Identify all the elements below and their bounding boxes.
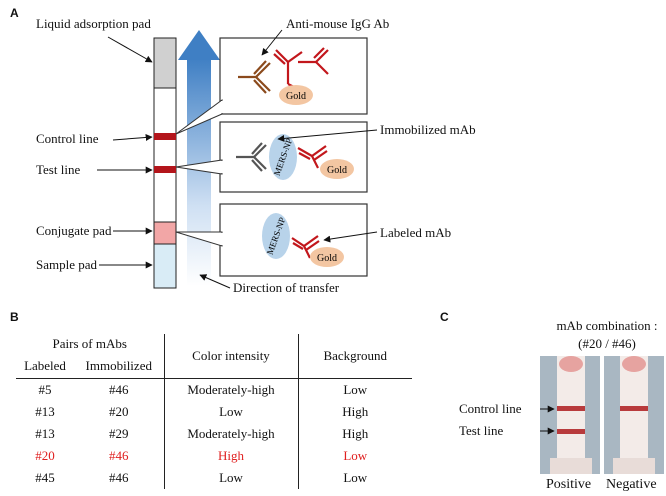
labeled-antibody-box3 — [291, 235, 320, 259]
table-cell-color: Moderately-high — [164, 423, 299, 445]
panel-b-letter: B — [10, 310, 19, 324]
table-cell-background: High — [342, 426, 369, 441]
positive-strip-photo — [550, 356, 592, 474]
table-cell-labeled: #45 — [35, 470, 55, 485]
photo-control-line-label: Control line — [459, 401, 522, 416]
mers-np-antigen-box2 — [269, 134, 297, 180]
table-cell-labeled: #5 — [38, 382, 52, 397]
table-cell-color: Low — [164, 467, 299, 489]
labeled-header: Labeled — [24, 358, 66, 373]
gold-particle-box2 — [320, 159, 354, 179]
table-cell-immobilized: #46 — [74, 467, 165, 489]
gold-labeled-antibody-box1 — [273, 47, 329, 93]
strip-photographs — [540, 356, 664, 474]
table-cell-color: High — [164, 445, 299, 467]
table-cell-labeled: #13 — [35, 404, 55, 419]
positive-label: Positive — [546, 477, 592, 492]
gold-label-box3: Gold — [317, 253, 337, 264]
control-line-band — [154, 133, 176, 140]
table-cell-color: Moderately-high — [164, 378, 299, 401]
color-intensity-header: Color intensity — [164, 334, 299, 379]
gold-label-box2: Gold — [327, 165, 347, 176]
labeled-antibody-box2 — [297, 145, 328, 169]
table-cell-color: Low — [164, 401, 299, 423]
liquid-adsorption-pad — [153, 37, 177, 89]
immobilized-header: Immobilized — [74, 354, 165, 379]
immobilized-antibody — [236, 142, 267, 172]
test-strip — [153, 37, 177, 289]
mab-combination-title: mAb combination : — [556, 318, 658, 333]
table-cell-immobilized: #46 — [74, 445, 165, 467]
callout-box-conjugate — [175, 203, 368, 277]
gold-label-box1: Gold — [286, 91, 306, 102]
labeled-mab-label: Labeled mAb — [380, 225, 452, 240]
table-cell-background: Low — [343, 382, 368, 397]
callout-box-test — [175, 121, 368, 193]
mab-pairs-table-wrap: Pairs of mAbs Color intensity Background… — [16, 334, 412, 489]
photo-test-line-label: Test line — [459, 423, 504, 438]
table-cell-immobilized: #46 — [74, 378, 165, 401]
control-line-label: Control line — [36, 131, 99, 146]
test-line-label: Test line — [36, 162, 81, 177]
conjugate-pad-label: Conjugate pad — [36, 223, 112, 238]
panel-c-letter: C — [440, 310, 449, 324]
sample-pad — [153, 243, 177, 289]
callout-arrows — [199, 29, 378, 289]
table-cell-background: High — [342, 404, 369, 419]
test-line-band — [154, 166, 176, 173]
negative-strip-photo — [613, 356, 655, 474]
lateral-flow-diagram: Gold MERS-NP Gold MERS-NP Gold — [97, 29, 378, 289]
background-header: Background — [323, 348, 388, 363]
anti-mouse-antibody — [238, 60, 271, 94]
gold-particle-box1 — [279, 85, 313, 105]
pairs-of-mabs-header: Pairs of mAbs — [16, 334, 165, 354]
anti-mouse-igg-label: Anti-mouse IgG Ab — [286, 16, 390, 31]
sample-pad-label: Sample pad — [36, 257, 98, 272]
mab-pairs-table: Pairs of mAbs Color intensity Background… — [16, 334, 412, 489]
table-cell-labeled: #20 — [35, 448, 55, 463]
mers-np-antigen-box3 — [262, 213, 290, 259]
panel-a-letter: A — [10, 6, 19, 20]
negative-label: Negative — [606, 477, 657, 492]
immobilized-mab-label: Immobilized mAb — [380, 122, 476, 137]
gold-particle-box3 — [310, 247, 344, 267]
table-cell-immobilized: #20 — [74, 401, 165, 423]
table-cell-background: Low — [343, 470, 368, 485]
mab-combination-values: (#20 / #46) — [578, 336, 636, 351]
table-cell-background: Low — [343, 448, 368, 463]
transfer-arrow — [178, 30, 220, 286]
table-cell-labeled: #13 — [35, 426, 55, 441]
table-cell-immobilized: #29 — [74, 423, 165, 445]
strip-label-arrows — [97, 36, 153, 269]
liquid-adsorption-pad-label: Liquid adsorption pad — [36, 16, 151, 31]
conjugate-pad — [153, 221, 177, 245]
direction-of-transfer-label: Direction of transfer — [233, 280, 340, 295]
